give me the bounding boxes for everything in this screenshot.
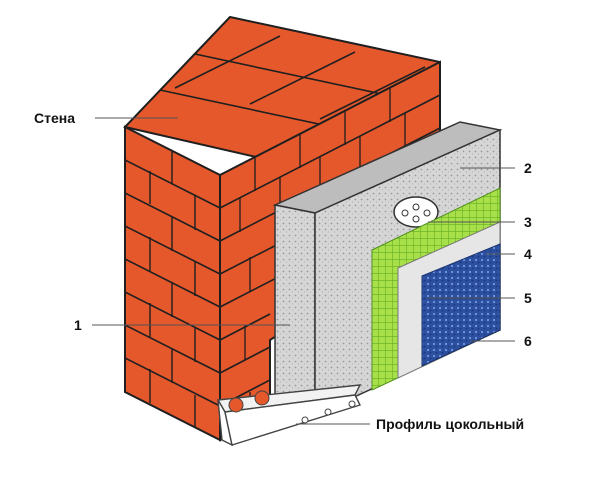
label-2: 2 — [524, 160, 532, 176]
label-base-profile: Профиль цокольный — [376, 416, 525, 432]
base-profile — [216, 384, 362, 447]
label-1: 1 — [74, 317, 82, 333]
label-wall: Стена — [34, 110, 75, 126]
label-4: 4 — [524, 246, 532, 262]
label-3: 3 — [524, 214, 532, 230]
leader-lines — [92, 117, 515, 425]
label-5: 5 — [524, 290, 532, 306]
decorative-plaster — [421, 243, 501, 367]
dowel-anchor — [393, 196, 439, 228]
label-6: 6 — [524, 333, 532, 349]
